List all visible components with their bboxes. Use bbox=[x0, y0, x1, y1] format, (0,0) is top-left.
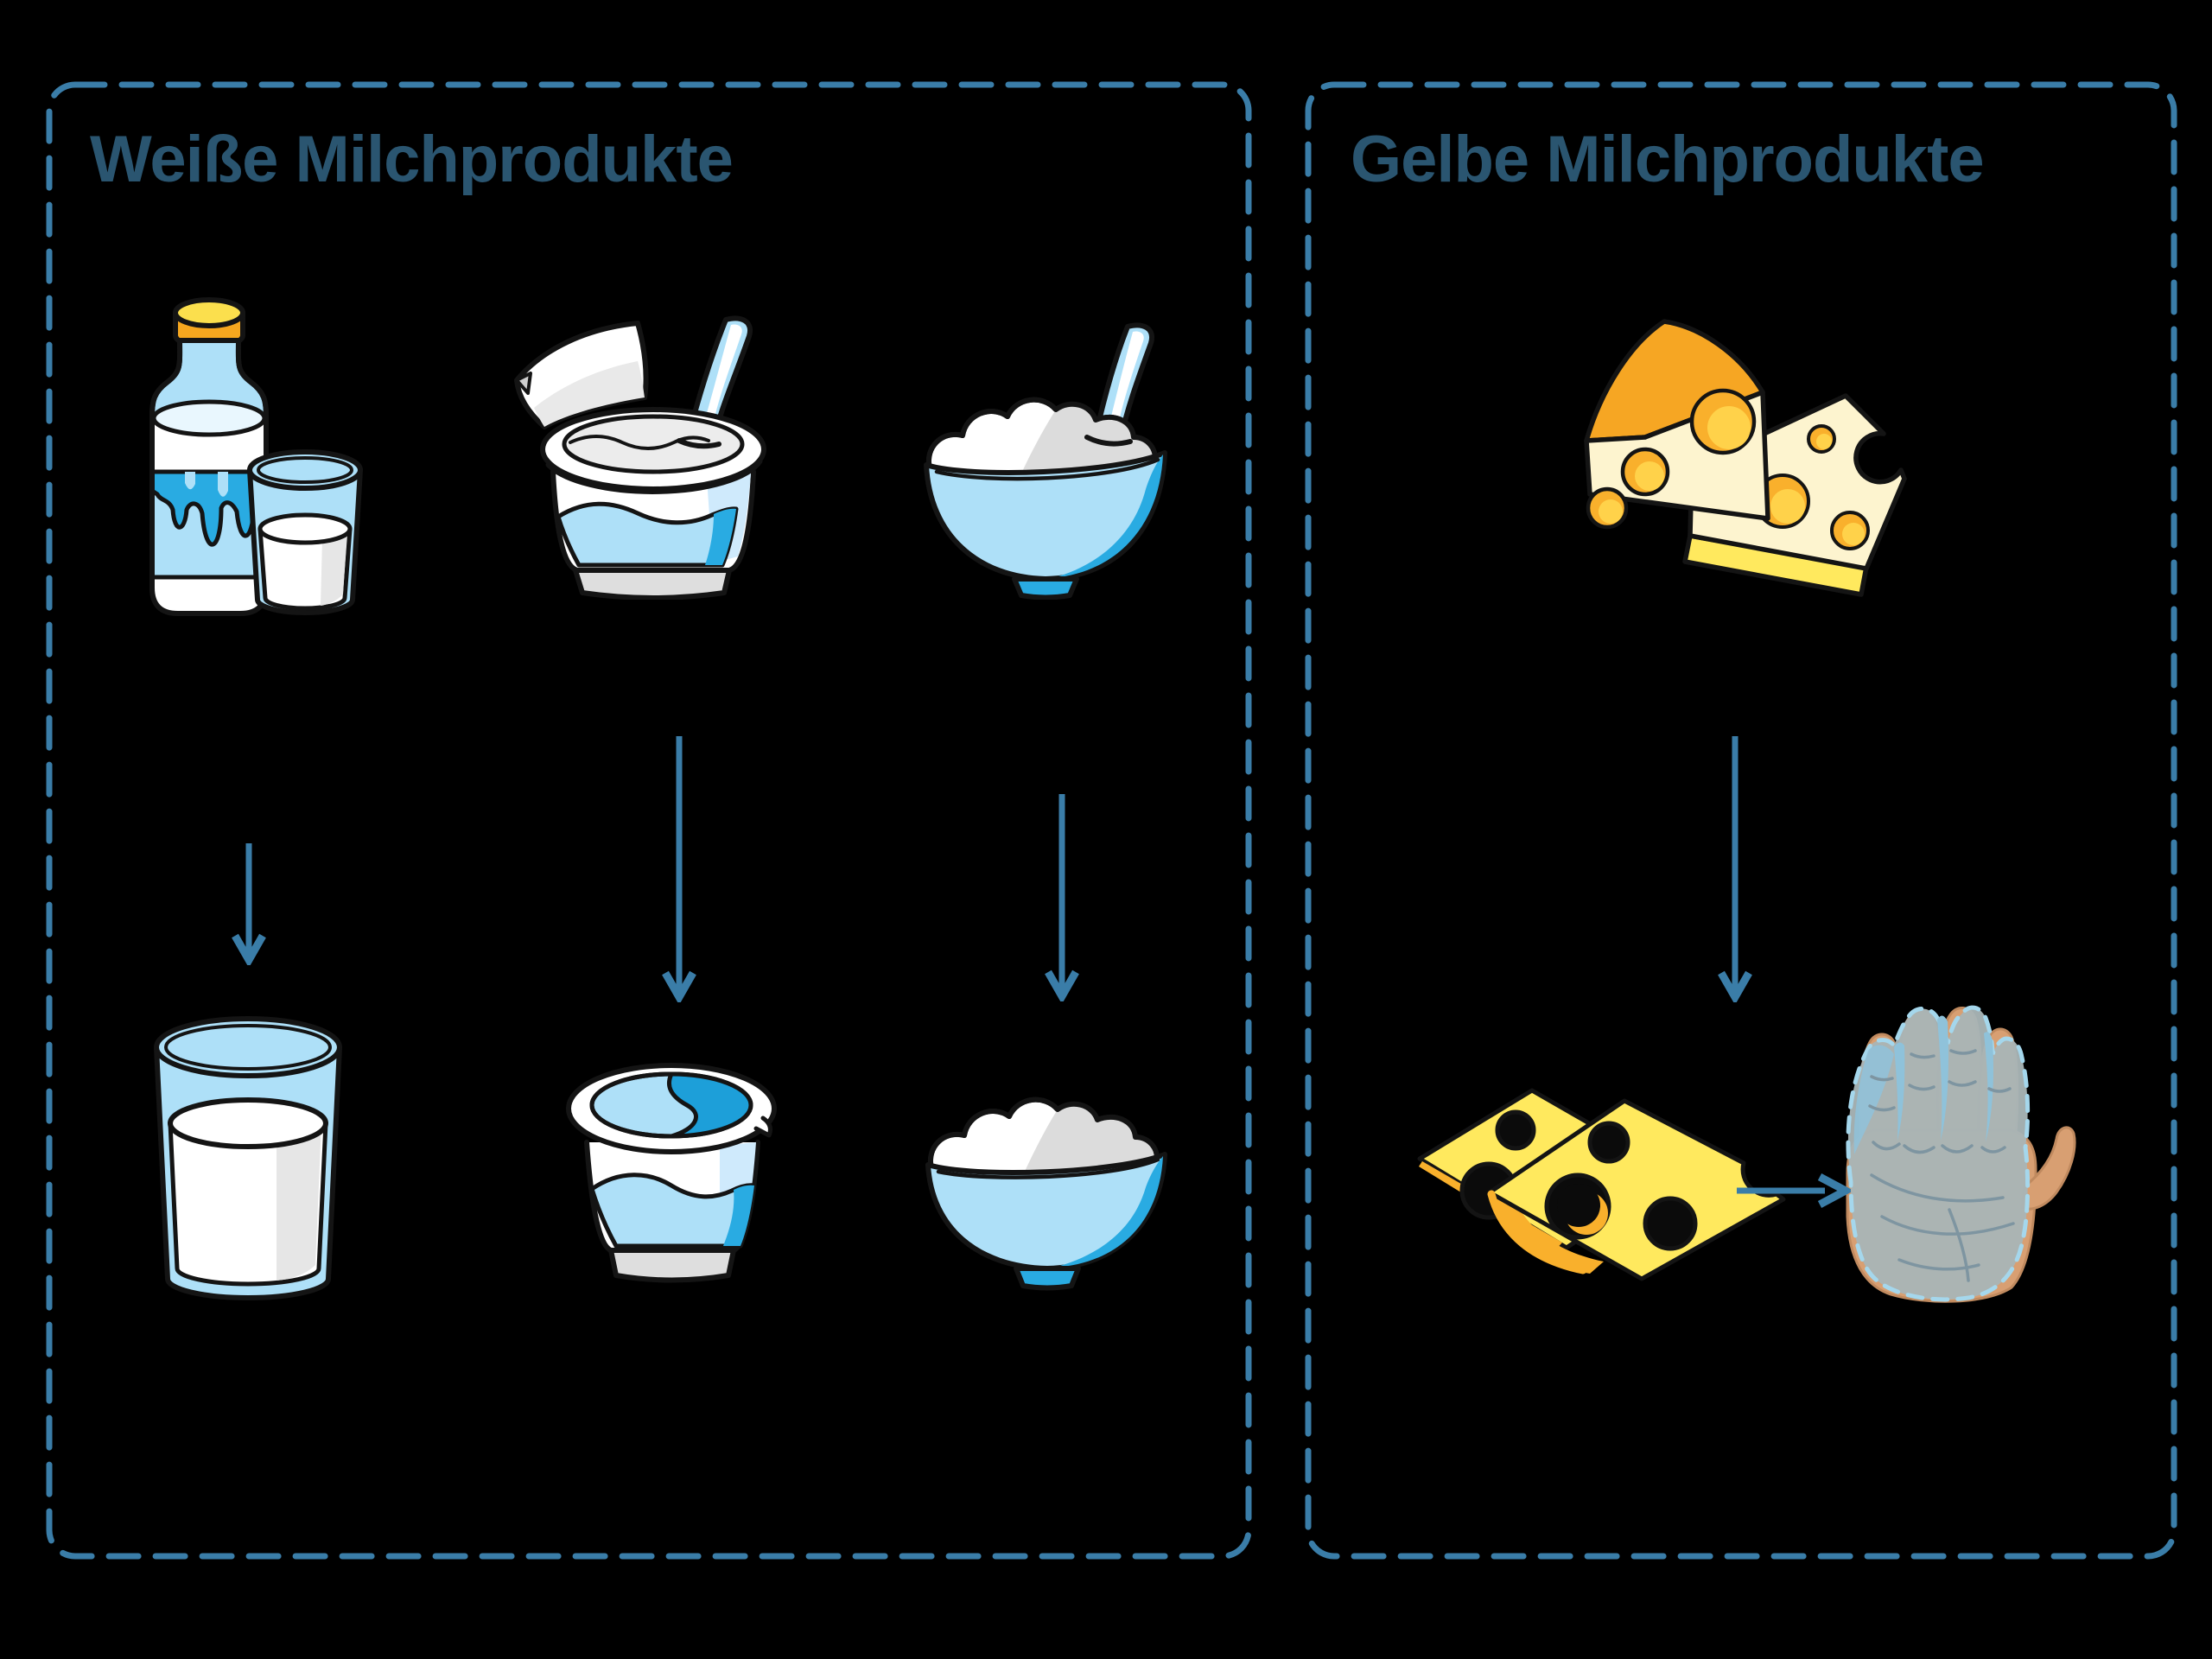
cheese-wedge-and-slice-icon bbox=[1584, 319, 1907, 597]
yellow-dairy-title: Gelbe Milchprodukte bbox=[1351, 123, 1985, 196]
white-dairy-title: Weiße Milchprodukte bbox=[90, 123, 734, 196]
down-arrow-icon bbox=[662, 736, 696, 1002]
dashed-border bbox=[1305, 81, 2177, 1560]
dashed-border bbox=[46, 81, 1252, 1560]
down-arrow-icon bbox=[232, 843, 266, 965]
yogurt-cup-open-with-spoon-icon bbox=[514, 315, 766, 600]
palm-hand-icon bbox=[1846, 1005, 2076, 1303]
quark-bowl-with-spoon-icon bbox=[924, 322, 1167, 600]
right-arrow-icon bbox=[1737, 1173, 1851, 1208]
yogurt-cup-closed-icon bbox=[566, 1063, 777, 1283]
cheese-slices-icon bbox=[1417, 1088, 1786, 1281]
milk-bottle-and-glass-icon bbox=[149, 297, 363, 616]
glass-of-milk-icon bbox=[154, 1016, 342, 1300]
yellow-dairy-panel: Gelbe Milchprodukte bbox=[1304, 80, 2178, 1560]
quark-bowl-icon bbox=[925, 1096, 1167, 1291]
down-arrow-icon bbox=[1718, 736, 1752, 1002]
down-arrow-icon bbox=[1045, 794, 1079, 1001]
white-dairy-panel: Weiße Milchprodukte bbox=[45, 80, 1253, 1560]
